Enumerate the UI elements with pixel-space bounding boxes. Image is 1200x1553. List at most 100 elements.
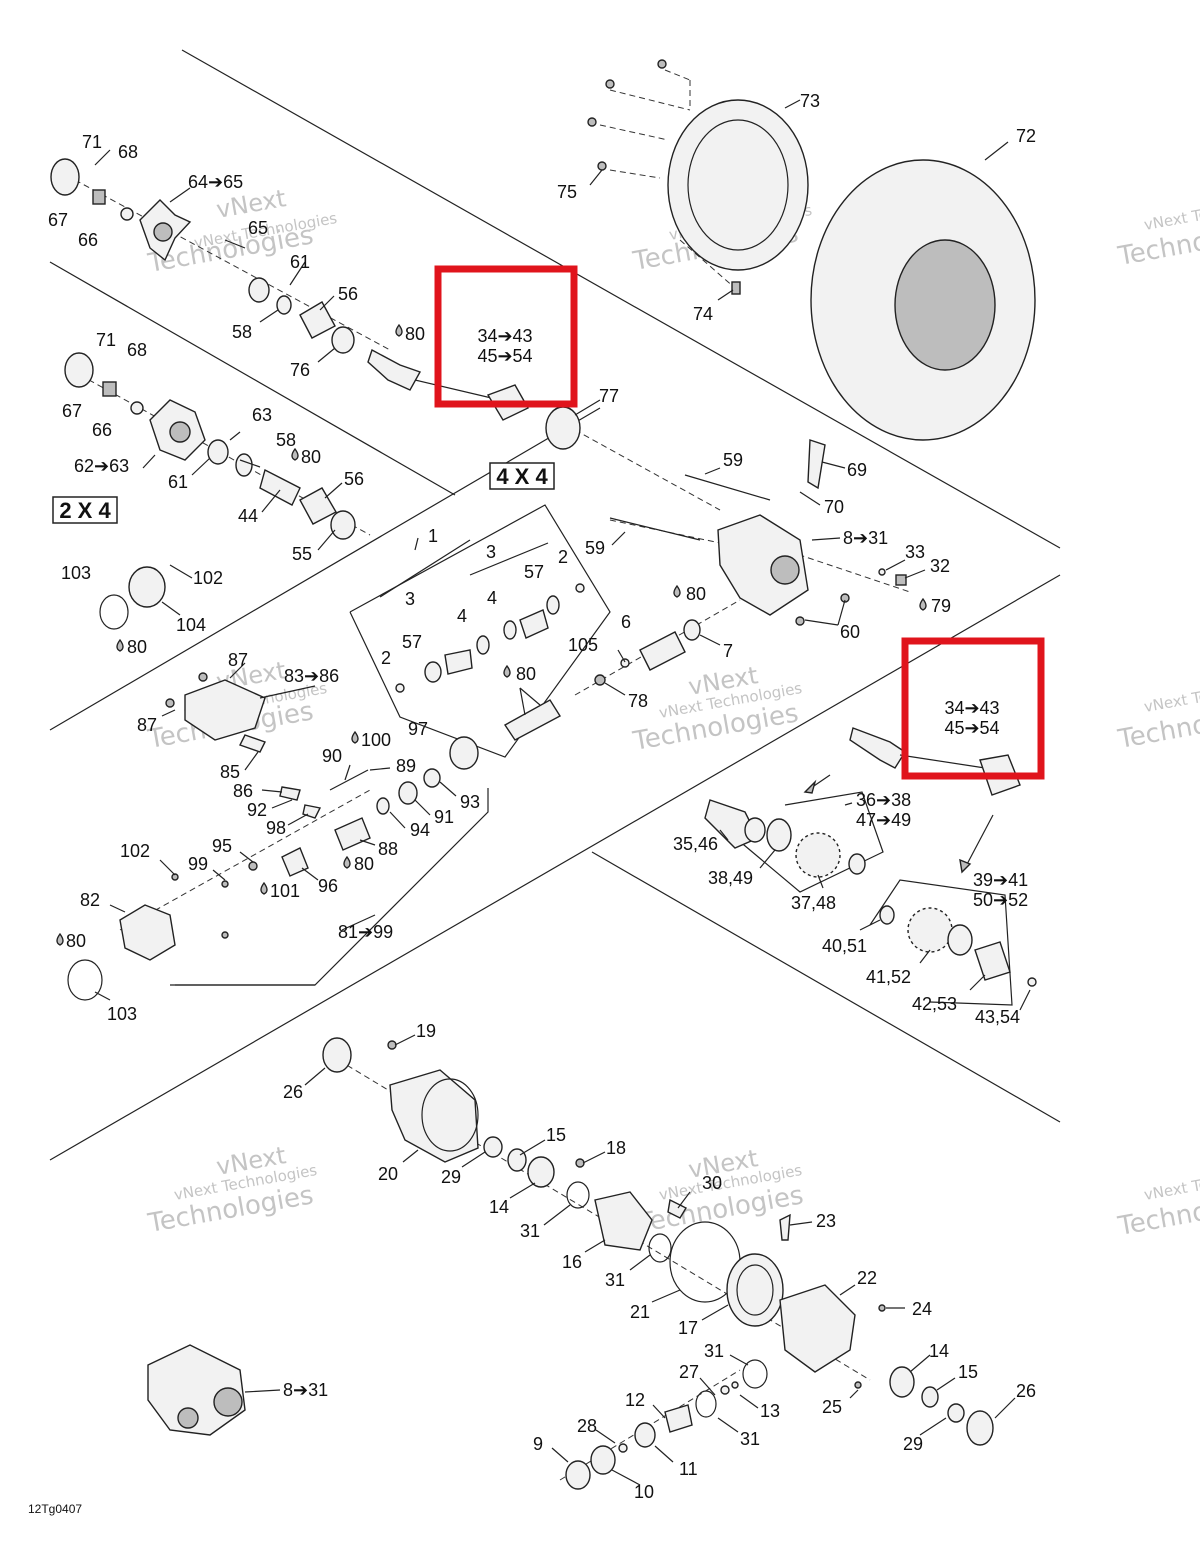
callout-label: 89 <box>396 756 416 776</box>
callout-label: 2 <box>381 648 391 668</box>
callout-label: 31 <box>605 1270 625 1290</box>
oil-drop-icon <box>343 855 351 869</box>
callout-label: 80 <box>686 584 706 604</box>
callout-label: 98 <box>266 818 286 838</box>
spindle-44 <box>259 468 301 506</box>
callout-label: 80 <box>301 447 321 467</box>
callout-label: 59 <box>585 538 605 558</box>
cover-22 <box>779 1284 856 1373</box>
callout-label: 79 <box>931 596 951 616</box>
cap-71b <box>64 352 94 388</box>
callout-label: 101 <box>270 881 300 901</box>
callout-label: 18 <box>606 1138 626 1158</box>
callout-label: 29 <box>441 1167 461 1187</box>
callout-label: 91 <box>434 807 454 827</box>
nut-67b <box>102 381 117 397</box>
callout-label: 87 <box>228 650 248 670</box>
shaft-80 <box>503 699 561 741</box>
actuator-assembly <box>67 672 441 1001</box>
section-tag-2x4-label: 2 X 4 <box>59 498 111 523</box>
callout-label: 72 <box>1016 126 1036 146</box>
callout-label: 10 <box>634 1482 654 1502</box>
spring-69 <box>807 439 826 490</box>
seal-61 <box>248 277 270 303</box>
callout-label: 4 <box>487 588 497 608</box>
callout-label: 86 <box>233 781 253 801</box>
callout-label: 8➔31 <box>843 528 888 548</box>
highlight-box-upper: 34➔43 45➔54 <box>434 265 578 408</box>
callout-label: 87 <box>137 715 157 735</box>
housing-82 <box>119 904 176 961</box>
cap-71 <box>50 158 80 196</box>
callout-label: 62➔63 <box>74 456 129 476</box>
callout-label: 102 <box>120 841 150 861</box>
callout-label: 67 <box>62 401 82 421</box>
callout-label: 61 <box>168 472 188 492</box>
section-tag-4x4: 4 X 4 <box>489 462 555 490</box>
differential-exploded-lower <box>147 1037 994 1490</box>
wheel-hub-upper-parts <box>50 158 581 450</box>
callout-label: 26 <box>1016 1381 1036 1401</box>
callout-label: 14 <box>929 1341 949 1361</box>
pinion-12 <box>664 1404 693 1433</box>
callout-label: 97 <box>408 719 428 739</box>
callout-label: 14 <box>489 1197 509 1217</box>
callout-label: 93 <box>460 792 480 812</box>
callout-label: 25 <box>822 1397 842 1417</box>
callout-label: 4 <box>457 606 467 626</box>
callout-label: 57 <box>402 632 422 652</box>
callout-label: 77 <box>599 386 619 406</box>
highlight-box-upper-line1: 34➔43 <box>477 326 532 346</box>
callout-label: 56 <box>344 469 364 489</box>
callout-label: 80 <box>516 664 536 684</box>
callout-label: 61 <box>290 252 310 272</box>
callout-label: 30 <box>702 1173 722 1193</box>
callout-label: 96 <box>318 876 338 896</box>
callout-label: 80 <box>127 637 147 657</box>
callout-label: 80 <box>405 324 425 344</box>
callout-label: 17 <box>678 1318 698 1338</box>
callout-label: 31 <box>704 1341 724 1361</box>
ring-gear-17 <box>726 1253 784 1327</box>
front-differential-upper <box>609 439 907 626</box>
seal-9 <box>565 1460 591 1490</box>
callout-label: 12 <box>625 1390 645 1410</box>
callout-label: 73 <box>800 91 820 111</box>
section-tag-2x4: 2 X 4 <box>52 496 118 524</box>
callout-label: 22 <box>857 1268 877 1288</box>
differential-housing-8-31 <box>717 514 809 616</box>
callout-label: 3 <box>486 542 496 562</box>
highlight-box-lower: 34➔43 45➔54 <box>901 637 1045 780</box>
watermark-text: vNext Technologies <box>1143 1161 1200 1204</box>
callout-label: 56 <box>338 284 358 304</box>
callout-label: 39➔41 <box>973 870 1028 890</box>
callout-label: 66 <box>92 420 112 440</box>
drive-shaft-group <box>395 583 701 770</box>
callout-label: 26 <box>283 1082 303 1102</box>
callout-label: 59 <box>723 450 743 470</box>
callout-label: 38,49 <box>708 868 753 888</box>
housing-20 <box>389 1069 479 1163</box>
o-ring-103 <box>99 594 129 630</box>
watermark-text: vNext Technologies <box>1143 673 1200 716</box>
nut-67 <box>92 189 106 205</box>
callout-label: 8➔31 <box>283 1380 328 1400</box>
oil-drop-icon <box>56 932 64 946</box>
oil-drop-icon <box>351 730 359 744</box>
callout-label: 69 <box>847 460 867 480</box>
seal-77 <box>545 406 581 450</box>
callout-label: 50➔52 <box>973 890 1028 910</box>
oil-drop-icon <box>673 584 681 598</box>
callout-label: 7 <box>723 641 733 661</box>
callout-label: 99 <box>188 854 208 874</box>
callout-label: 74 <box>693 304 713 324</box>
callout-label: 76 <box>290 360 310 380</box>
callout-label: 88 <box>378 839 398 859</box>
callout-label: 92 <box>247 800 267 820</box>
boot-37-48 <box>795 832 841 878</box>
gear-16 <box>594 1191 653 1251</box>
bearing-104 <box>128 566 166 608</box>
callout-label: 32 <box>930 556 950 576</box>
boot-41-52 <box>907 907 953 953</box>
